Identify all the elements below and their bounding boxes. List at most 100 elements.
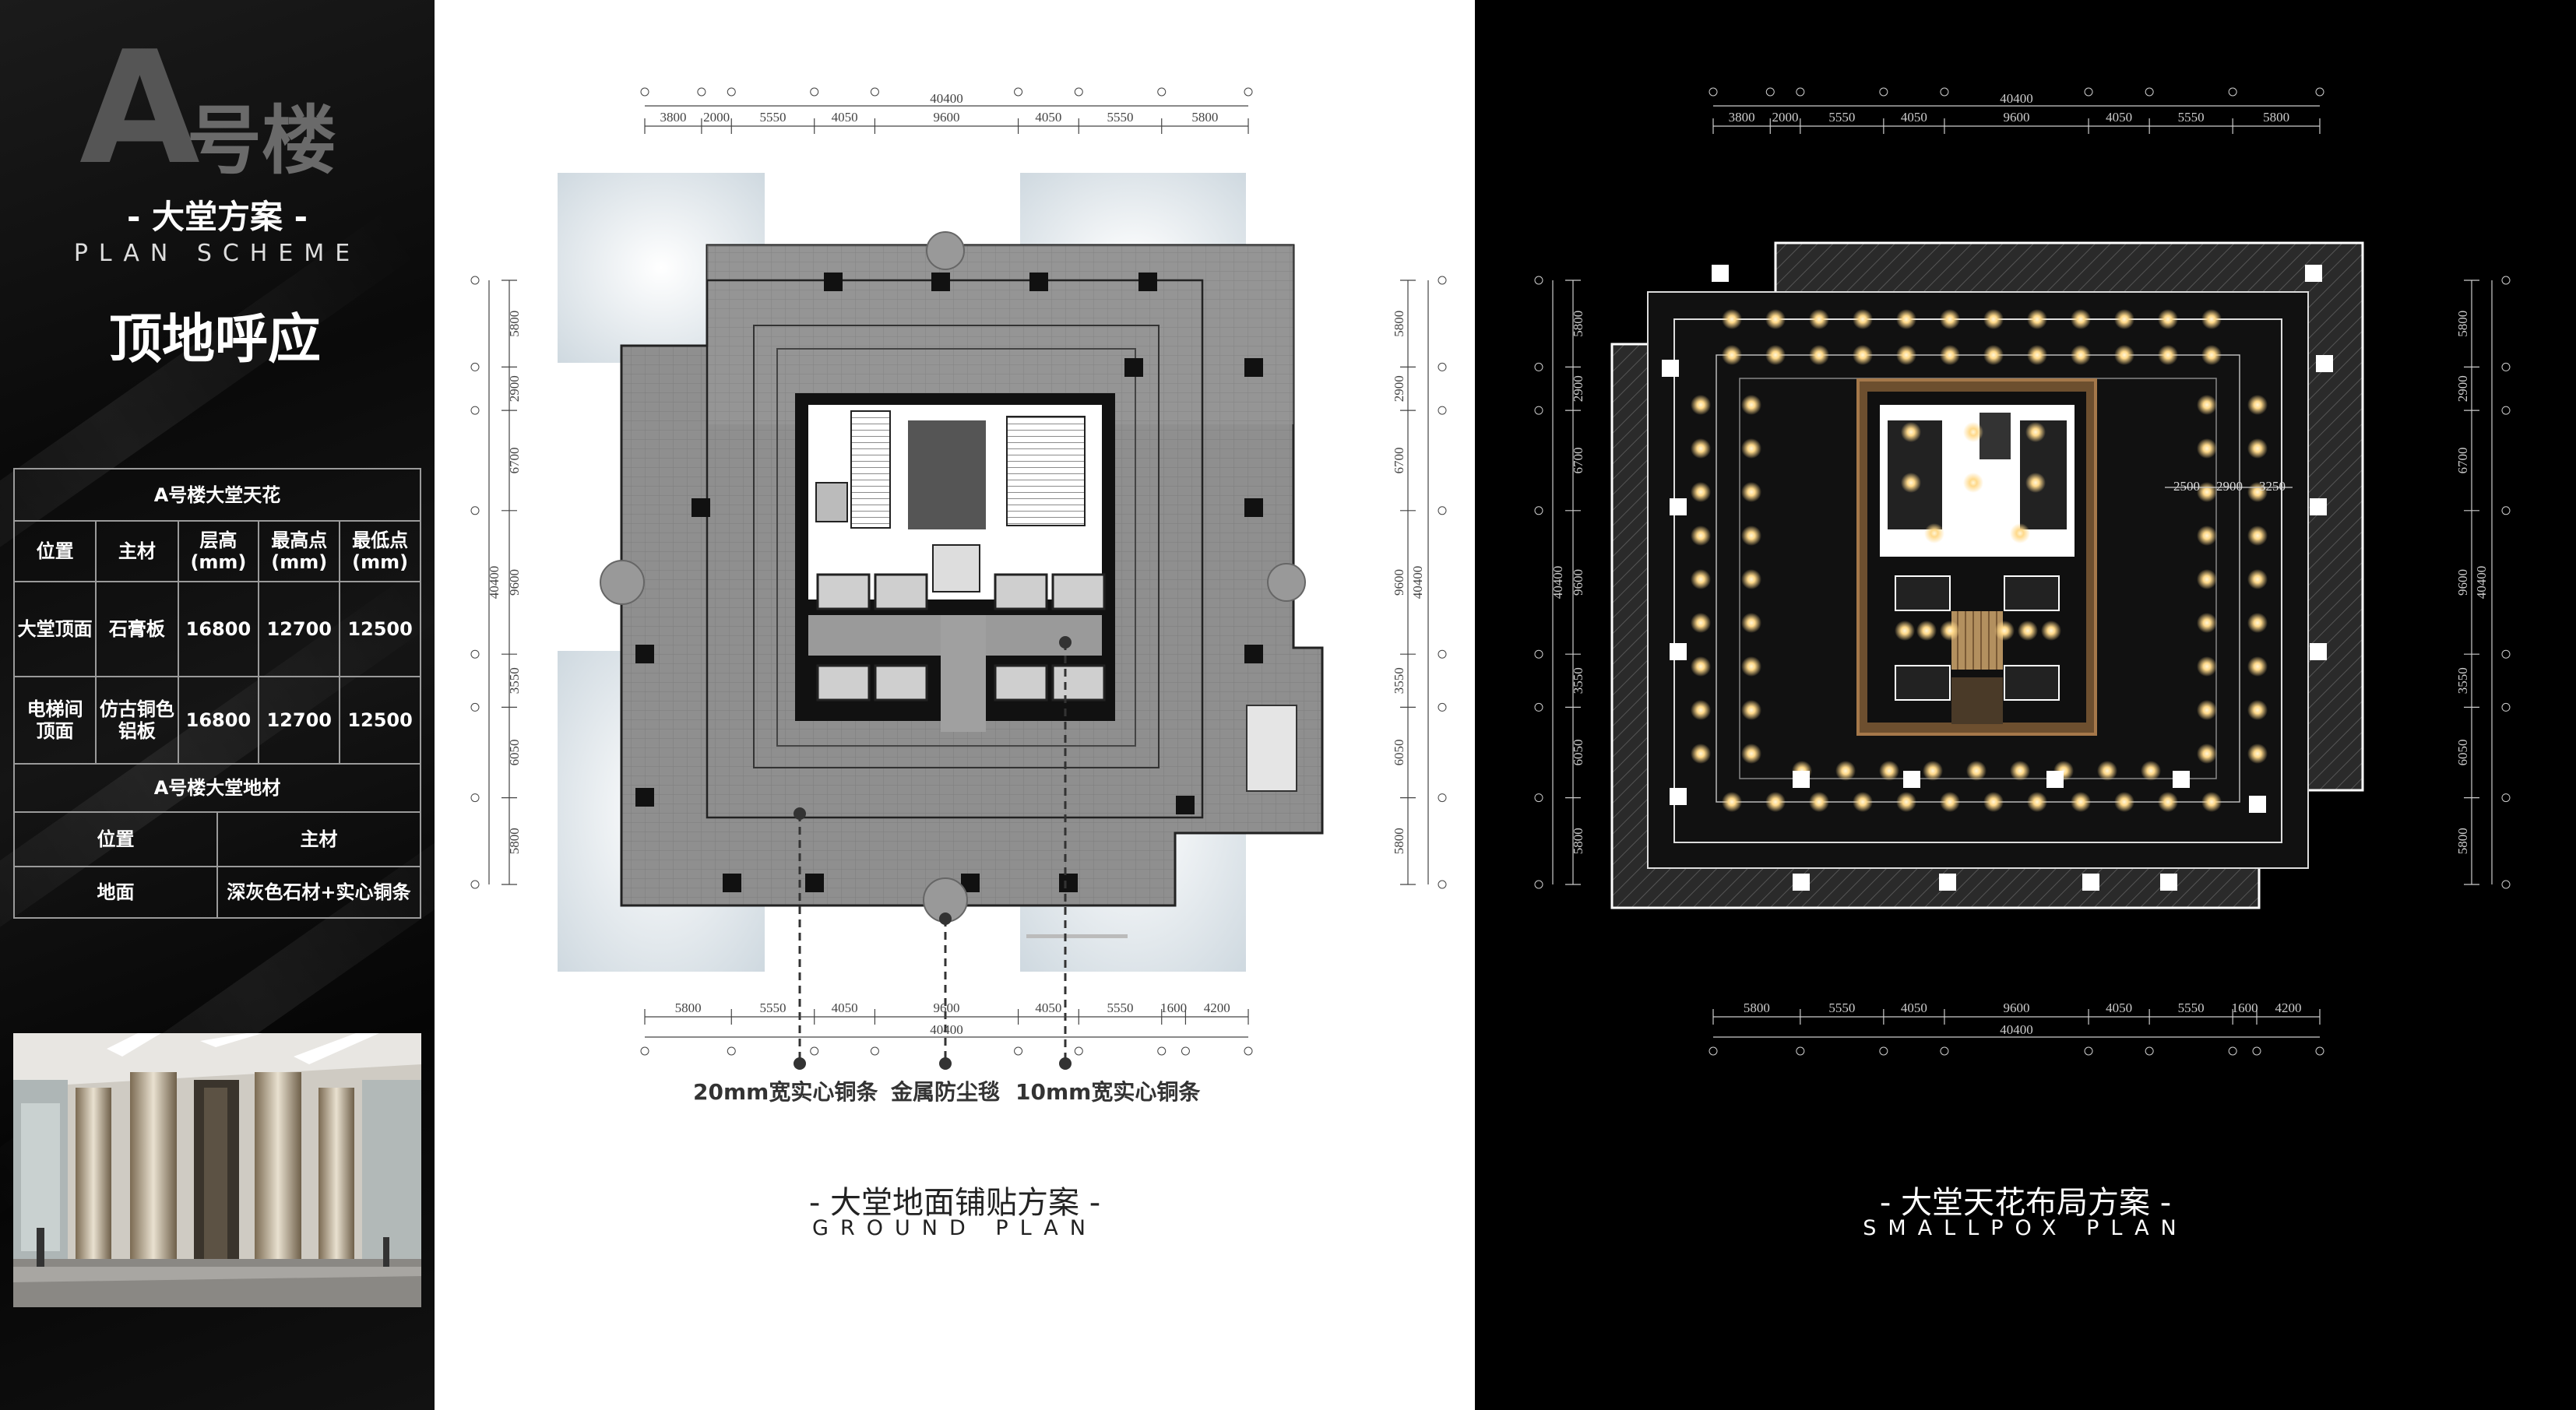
table-cell: 仿古铜色 铝板 (95, 676, 179, 765)
downlight (1741, 395, 1761, 415)
grid-bubble (1879, 1046, 1888, 1056)
downlight (1722, 345, 1742, 365)
downlight (1809, 792, 1829, 812)
downlight (1691, 482, 1711, 502)
dim-label: 4050 (1901, 1000, 1927, 1015)
grid-bubble (697, 87, 706, 97)
grid-bubble (1157, 1046, 1167, 1056)
dim-total: 40400 (1550, 566, 1565, 600)
downlight (1691, 744, 1711, 764)
downlight (1983, 309, 2004, 329)
dim-label: 5800 (1571, 828, 1585, 854)
downlight (1691, 656, 1711, 677)
downlight (2247, 700, 2268, 720)
grid-bubble (727, 87, 736, 97)
downlight (1853, 309, 1873, 329)
downlight (1809, 345, 1829, 365)
downlight (1722, 792, 1742, 812)
table-header: 最高点 (mm) (258, 520, 341, 582)
elevator (994, 664, 1048, 701)
downlight (1896, 792, 1916, 812)
dim-label: 6700 (1392, 447, 1406, 473)
downlight (1691, 526, 1711, 546)
dim-total: 40400 (2474, 566, 2489, 600)
grid-bubble (470, 406, 480, 415)
leader-dot (939, 1057, 952, 1070)
dim-label: 9600 (2004, 110, 2030, 125)
elevator (994, 573, 1048, 610)
dim-label: 4050 (832, 110, 858, 125)
grid-bubble (1940, 87, 1949, 97)
threshold-line (1026, 934, 1128, 938)
table-header: 最低点 (mm) (339, 520, 421, 582)
lobby-rendering-image (13, 1033, 421, 1307)
downlight-group (1691, 309, 2268, 812)
copper-strip-inner (776, 348, 1136, 747)
ceiling-spec-table: A号楼大堂天花 位置 主材 层高 (mm) 最高点 (mm) 最低点 (mm) … (12, 468, 421, 765)
dim-label: 2000 (1772, 110, 1799, 125)
downlight (1741, 569, 1761, 589)
downlight (2097, 761, 2117, 781)
grid-bubble (1534, 880, 1543, 889)
downlight (1940, 309, 1960, 329)
dim-label: 5800 (1392, 828, 1406, 854)
downlight (1879, 761, 1899, 781)
downlight (2158, 792, 2178, 812)
dim-label: 9600 (1392, 569, 1406, 596)
copper-strip-outer (706, 279, 1204, 819)
table-cell: 12700 (258, 676, 341, 765)
round-feature (926, 231, 965, 270)
grid-bubble (1438, 793, 1447, 803)
dim-label: 6700 (1571, 447, 1585, 473)
stairwell (1006, 416, 1086, 526)
downlight (1741, 526, 1761, 546)
leader-dot (1059, 636, 1072, 649)
stairwell (850, 410, 891, 529)
table-cell: 深灰色石材+实心铜条 (216, 866, 422, 919)
ceiling-edge (1647, 291, 2309, 869)
dim-label: 5800 (2455, 311, 2470, 337)
downlight (2018, 621, 2038, 641)
dim-label: 5550 (2178, 110, 2205, 125)
dim-label: 9600 (507, 569, 522, 596)
downlight (2197, 526, 2217, 546)
dim-label: 5550 (759, 110, 786, 125)
downlight (1966, 761, 1987, 781)
downlight (1924, 523, 1944, 543)
grid-bubble (1796, 1046, 1805, 1056)
downlight (2201, 345, 2222, 365)
leader-dot (794, 807, 806, 820)
round-feature (600, 560, 645, 605)
dim-label: 3550 (1571, 667, 1585, 694)
dim-label: 3800 (1729, 110, 1755, 125)
grid-bubble (2315, 1046, 2324, 1056)
core-room (815, 482, 848, 522)
downlight (1741, 656, 1761, 677)
grid-bubble (1157, 87, 1167, 97)
grid-bubble (2228, 1046, 2237, 1056)
elevator (874, 573, 928, 610)
leader-dot (794, 1057, 806, 1070)
inner-dim-label: 3250 (2259, 479, 2286, 494)
dim-label: 3550 (1392, 667, 1406, 694)
downlight (1994, 621, 2015, 641)
downlight (1940, 345, 1960, 365)
dim-label: 4050 (1901, 110, 1927, 125)
grid-bubble (1940, 1046, 1949, 1056)
downlight (2027, 345, 2047, 365)
grid-bubble (1534, 406, 1543, 415)
grid-bubble (1014, 87, 1023, 97)
grid-bubble (1014, 1046, 1023, 1056)
dim-label: 2900 (507, 375, 522, 402)
lobby-rendering-photo (13, 1033, 421, 1307)
column-group (635, 273, 1263, 892)
info-panel: A 号楼 - 大堂方案 - PLAN SCHEME 顶地呼应 A号楼大堂天花 位… (0, 0, 435, 1410)
dim-label: 6050 (2455, 739, 2470, 765)
downlight (2114, 309, 2134, 329)
floor-spec-table: A号楼大堂地材 位置 主材 地面 深灰色石材+实心铜条 (13, 763, 422, 919)
grid-bubble (1244, 87, 1253, 97)
downlight (2010, 523, 2030, 543)
grid-bubble (1534, 362, 1543, 371)
downlight (2197, 700, 2217, 720)
